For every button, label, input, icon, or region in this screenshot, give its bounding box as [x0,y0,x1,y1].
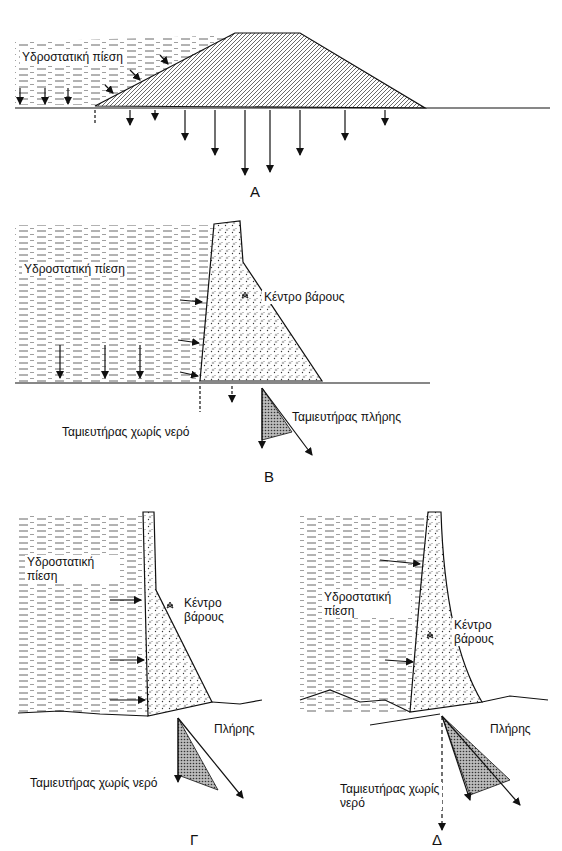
pressure-label: Υδροστατική πίεση [20,50,125,64]
empty-reservoir-label: Ταμιευτήρας χωρίς νερό [60,425,192,439]
gravity-center-label: Κέντρο βάρους [262,290,347,304]
panel-letter: Δ [430,833,444,847]
panel-letter: Β [262,470,276,484]
full-reservoir-label: Ταμιευτήρας πλήρης [290,410,403,424]
panel-letter: Α [248,185,262,199]
empty-reservoir-label: Ταμιευτήρας χωρίς νερό [28,776,160,790]
full-reservoir-label: Πλήρης [488,722,533,736]
gravity-center-label: Κέντρο βάρους [452,618,518,646]
panel-letter: Γ [188,833,200,847]
full-reservoir-label: Πλήρης [212,722,257,736]
pressure-label: Υδροστατική πίεση [22,262,127,276]
gravity-center-label: Κέντρο βάρους [182,596,246,624]
empty-reservoir-label: Ταμιευτήρας χωρίς νερό [338,782,442,810]
pressure-label: Υδροστατική πίεση [322,590,411,618]
pressure-label: Υδροστατική πίεση [25,555,119,583]
